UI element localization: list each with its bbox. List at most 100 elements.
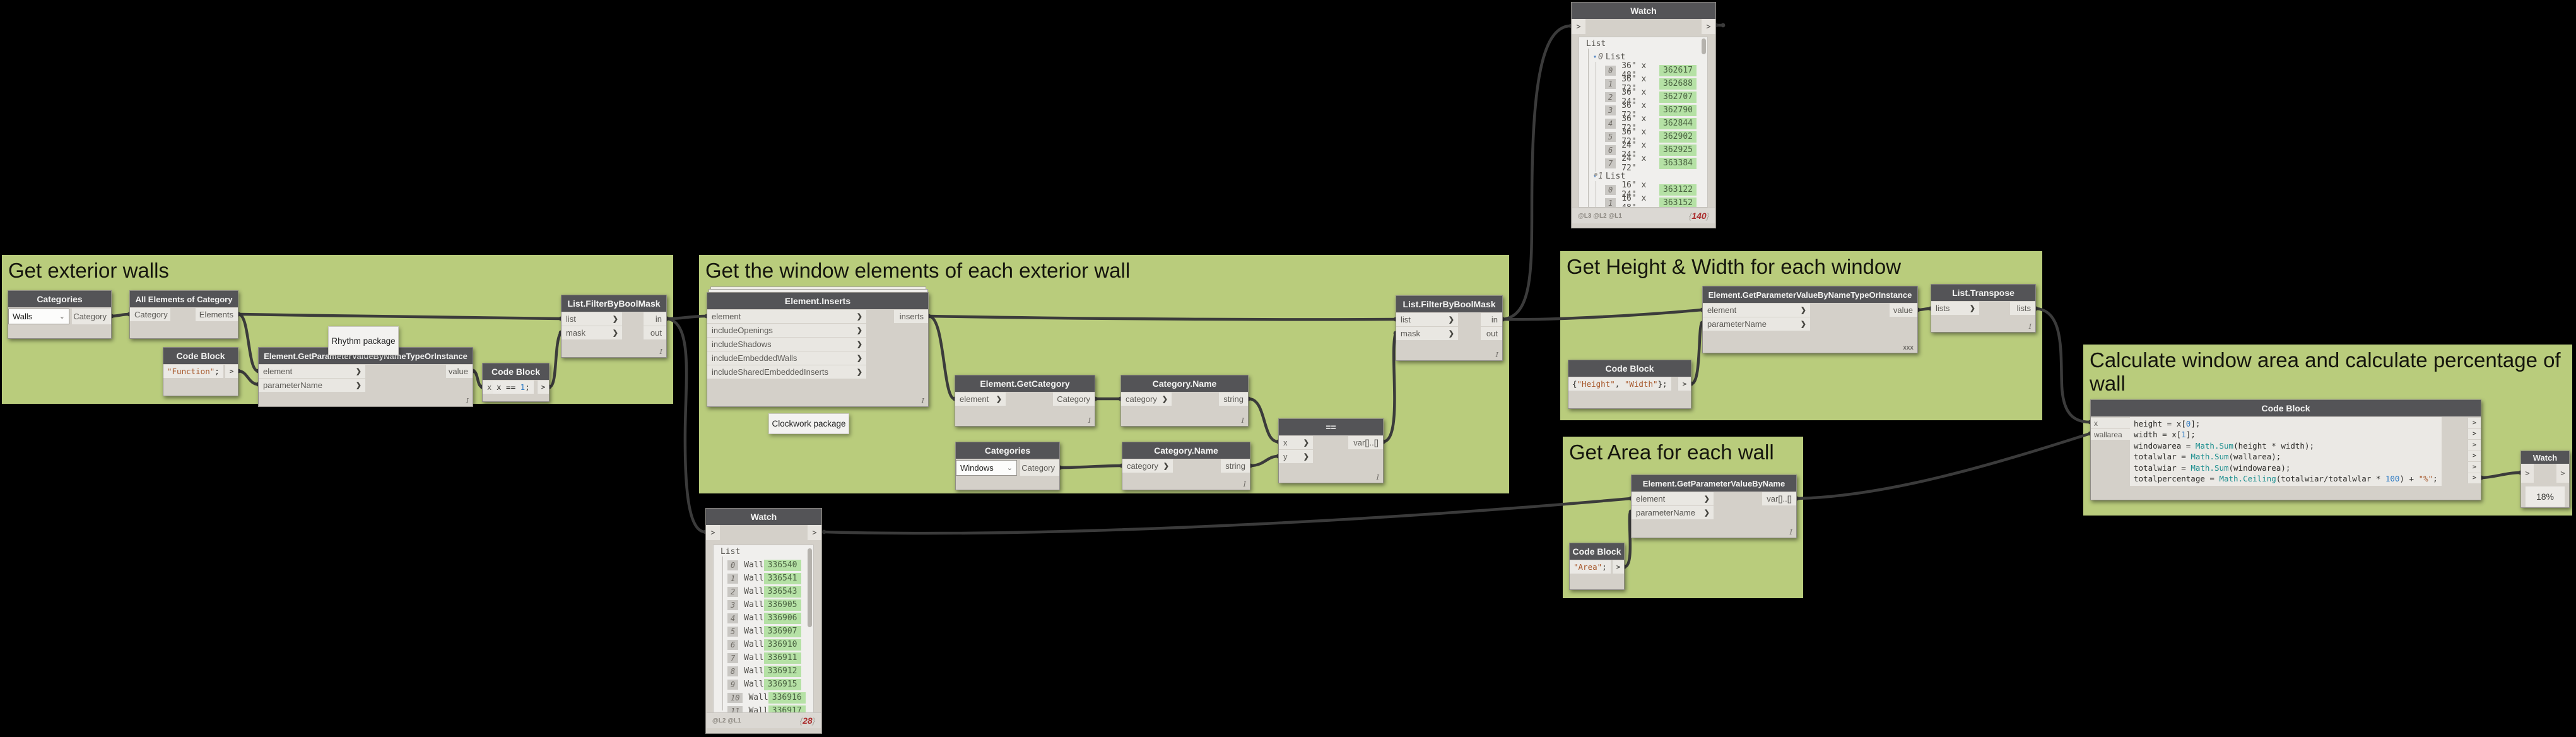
port-in-parametername[interactable]: parameterName❯ — [259, 379, 365, 392]
port-in-includeshadows[interactable]: includeShadows❯ — [707, 338, 866, 351]
port-out-string[interactable]: string — [1221, 459, 1250, 473]
port-in-includeopenings[interactable]: includeOpenings❯ — [707, 324, 866, 337]
codeblock-text[interactable]: height = x[0];width = x[1];windowarea = … — [2130, 417, 2442, 486]
port-in-mask[interactable]: mask❯ — [1396, 327, 1458, 340]
port-out-value[interactable]: value — [446, 365, 473, 378]
node-header[interactable]: Categories — [956, 442, 1059, 459]
port-out[interactable]: > — [1612, 560, 1624, 574]
watch-out-port[interactable]: > — [1702, 19, 1715, 34]
port-in-y[interactable]: y❯ — [1279, 450, 1313, 463]
port-in-x[interactable]: x — [483, 380, 493, 394]
port-in-lists[interactable]: lists❯ — [1931, 302, 1979, 315]
port-out-in[interactable]: in — [1481, 313, 1502, 326]
node-header[interactable]: List.FilterByBoolMask — [1396, 296, 1502, 312]
node-header[interactable]: Element.Inserts — [707, 293, 928, 309]
port-out-value[interactable]: value — [1890, 304, 1917, 317]
watch-out-port[interactable]: > — [2556, 464, 2569, 483]
port-out-out[interactable]: out — [1481, 327, 1502, 340]
port-in-element[interactable]: element❯ — [1703, 304, 1810, 317]
port-out[interactable]: > — [2467, 473, 2481, 483]
node-header[interactable]: List.FilterByBoolMask — [562, 295, 666, 312]
port-out[interactable]: > — [2467, 462, 2481, 473]
node-header[interactable]: Code Block — [2091, 400, 2481, 416]
note-clockwork-package[interactable]: Clockwork package — [768, 413, 849, 434]
port-out-lists[interactable]: lists — [2010, 302, 2035, 315]
port-out-elements[interactable]: Elements — [196, 308, 238, 321]
node-get-parameter-value-type-or-instance-1[interactable]: Element.GetParameterValueByNameTypeOrIns… — [258, 347, 473, 407]
node-header[interactable]: Code Block — [1568, 360, 1691, 377]
port-in-category[interactable]: Category — [130, 308, 170, 321]
node-watch-percentage[interactable]: Watch>>18% — [2520, 451, 2570, 508]
port-out[interactable]: > — [225, 365, 238, 378]
port-in-parametername[interactable]: parameterName❯ — [1703, 317, 1810, 331]
watch-in-port[interactable]: > — [1572, 19, 1585, 34]
expander-icon[interactable]: ▾ — [1593, 54, 1597, 61]
port-in-category[interactable]: category❯ — [1121, 392, 1172, 406]
port-out[interactable]: > — [1678, 377, 1691, 391]
codeblock-text[interactable]: x == 1; — [493, 380, 534, 394]
port-in-element[interactable]: element❯ — [259, 365, 365, 378]
port-out-var[interactable]: var[]..[] — [1762, 492, 1796, 505]
node-header[interactable]: Code Block — [1570, 543, 1624, 560]
port-in-wallarea[interactable]: wallarea — [2091, 429, 2130, 440]
port-out-in[interactable]: in — [644, 312, 666, 326]
port-out-out[interactable]: out — [644, 326, 666, 339]
port-out[interactable]: > — [537, 380, 549, 394]
port-out[interactable]: > — [2467, 428, 2481, 439]
port-out-inserts[interactable]: inserts — [894, 310, 928, 323]
codeblock-text[interactable]: "Area"; — [1570, 560, 1611, 574]
port-in-mask[interactable]: mask❯ — [562, 326, 622, 339]
port-in-category[interactable]: category❯ — [1122, 459, 1173, 473]
node-header[interactable]: Watch — [706, 509, 821, 525]
port-in-list[interactable]: list❯ — [1396, 313, 1458, 326]
port-out-category[interactable]: Category — [1053, 392, 1095, 406]
codeblock-text[interactable]: "Function"; — [163, 365, 223, 378]
node-header[interactable]: == — [1279, 419, 1383, 435]
port-in-element[interactable]: element❯ — [707, 310, 866, 323]
node-header[interactable]: Category.Name — [1121, 375, 1248, 392]
port-out-string[interactable]: string — [1219, 392, 1248, 406]
node-code-block-height-width[interactable]: Code Block{"Height", "Width"};> — [1568, 360, 1691, 409]
port-out[interactable]: > — [2467, 418, 2481, 428]
port-in-element[interactable]: element❯ — [1632, 492, 1714, 505]
node-header[interactable]: Watch — [2521, 451, 2569, 464]
node-header[interactable]: All Elements of Category — [130, 291, 238, 307]
port-out[interactable]: > — [2467, 440, 2481, 451]
watch-scrollbar[interactable] — [1702, 38, 1706, 54]
node-header[interactable]: Element.GetParameterValueByNameTypeOrIns… — [1703, 286, 1917, 303]
node-header[interactable]: Categories — [8, 291, 111, 307]
port-out-var[interactable]: var[]..[] — [1348, 436, 1383, 449]
dropdown-categories-walls[interactable]: Walls⌄ — [8, 309, 69, 324]
note-rhythm-package[interactable]: Rhythm package — [328, 326, 399, 355]
port-out-category[interactable]: Category — [72, 309, 111, 324]
node-header[interactable]: Category.Name — [1122, 442, 1250, 459]
node-code-block-area[interactable]: Code Block"Area";> — [1569, 543, 1625, 590]
port-in-x[interactable]: x❯ — [1279, 436, 1313, 449]
port-in-list[interactable]: list❯ — [562, 312, 622, 326]
port-in-includeembeddedwalls[interactable]: includeEmbeddedWalls❯ — [707, 351, 866, 365]
node-equals-node[interactable]: ==x❯var[]..[]y❯I — [1278, 418, 1384, 483]
node-header[interactable]: List.Transpose — [1931, 285, 2035, 301]
node-header[interactable]: Element.GetCategory — [955, 375, 1095, 392]
watch-out-port[interactable]: > — [808, 525, 821, 540]
watch-scrollbar[interactable] — [808, 548, 812, 627]
node-header[interactable]: Watch — [1572, 3, 1715, 19]
watch-in-port[interactable]: > — [2521, 464, 2534, 483]
